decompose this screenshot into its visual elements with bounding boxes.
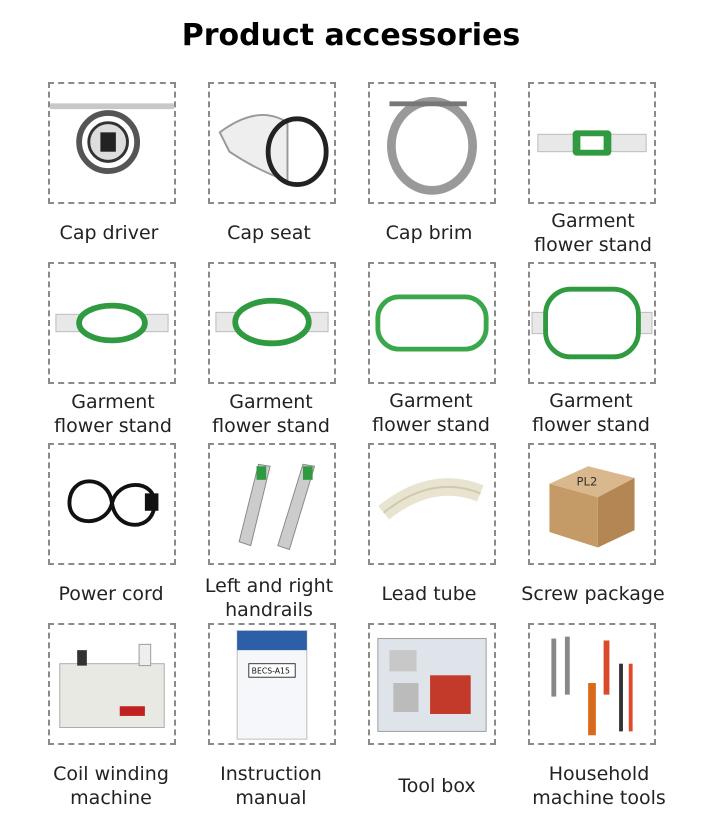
large-hoop-image	[368, 262, 496, 384]
cap-brim-label: Cap brim	[385, 222, 473, 244]
power-cord-image	[48, 443, 176, 565]
winder-image	[48, 623, 176, 745]
lead-tube-label: Lead tube	[381, 583, 477, 605]
page-title: Product accessories	[181, 18, 521, 53]
manual-model-label: BECS-A15	[252, 666, 290, 675]
manual-image: BECS-A15	[208, 623, 336, 745]
toolbox-image	[368, 623, 496, 745]
cap-seat-image	[208, 82, 336, 204]
lead-tube-image	[368, 443, 496, 565]
cap-driver-image	[48, 82, 176, 204]
hoop-image	[48, 262, 176, 384]
small-hoop-image	[528, 82, 656, 204]
hoop-image	[208, 262, 336, 384]
screw-package-label: Screw package	[521, 583, 665, 605]
handrails-image	[208, 443, 336, 565]
tool-box-label: Tool box	[398, 775, 476, 797]
cap-brim-image	[368, 82, 496, 204]
power-cord-label: Power cord	[58, 583, 164, 605]
box-image: PL2	[528, 443, 656, 565]
cap-seat-label: Cap seat	[227, 222, 311, 244]
large-hoop-image	[528, 262, 656, 384]
tools-image	[528, 623, 656, 745]
cap-driver-label: Cap driver	[59, 222, 159, 244]
box-label: PL2	[577, 475, 598, 489]
